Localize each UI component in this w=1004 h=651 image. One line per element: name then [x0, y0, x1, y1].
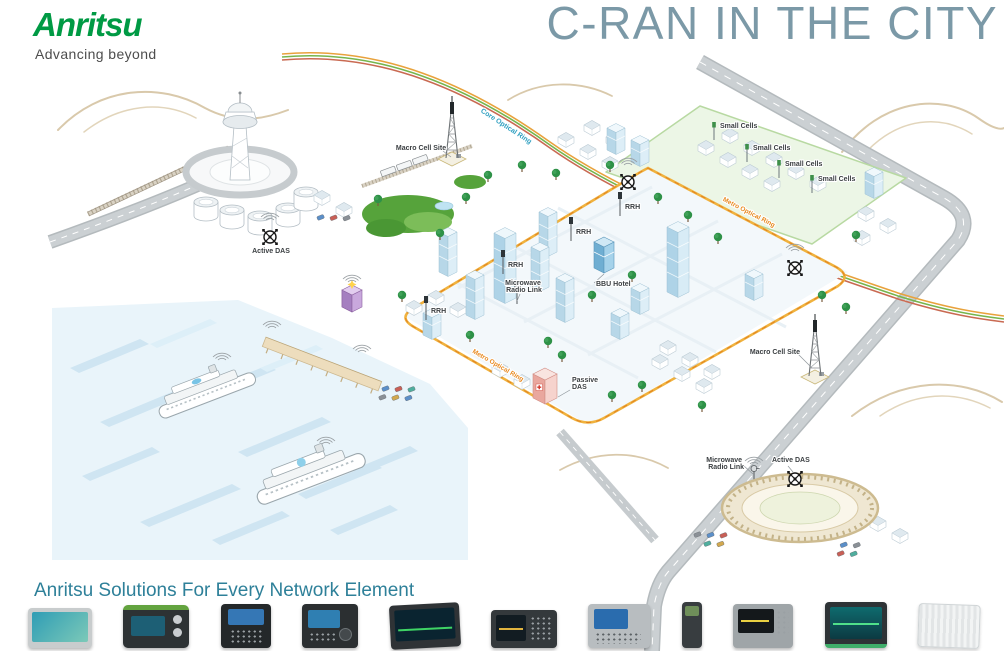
bbu-hotel-building	[593, 236, 615, 274]
footer-caption: Anritsu Solutions For Every Network Elem…	[34, 580, 415, 601]
label-microwave-radio-link-1: Microwave Radio Link	[505, 280, 543, 294]
instrument-3-image	[220, 604, 271, 648]
label-macro-cell-site-2: Macro Cell Site	[750, 349, 800, 356]
label-active-das-2: Active DAS	[772, 457, 810, 464]
instrument-5-image	[388, 602, 461, 650]
instrument-9-image	[733, 604, 794, 648]
das-icon	[786, 470, 804, 488]
hills	[57, 83, 1004, 471]
label-leaders	[442, 150, 813, 475]
macro-tower-icon	[445, 95, 459, 159]
label-active-das-1: Active DAS	[252, 248, 290, 255]
purple-landmark-building	[341, 280, 363, 313]
parking-lot	[836, 541, 861, 558]
pier	[261, 336, 383, 394]
water	[52, 300, 468, 560]
instrument-10-image	[824, 602, 887, 648]
industrial-complex	[182, 91, 353, 236]
das-icon	[619, 173, 637, 191]
instrument-8-image	[681, 602, 702, 648]
label-microwave-radio-link-2: Microwave Radio Link	[706, 457, 744, 471]
macro-cell-site-1	[437, 95, 467, 167]
stadium	[720, 472, 880, 544]
page-title: C-RAN IN THE CITY	[546, 0, 998, 49]
product-row	[28, 598, 981, 650]
instrument-4-image	[302, 604, 359, 648]
label-rrh-2: RRH	[576, 229, 591, 236]
label-small-cells-2: Small Cells	[753, 145, 790, 152]
metro-optical-ring-road	[404, 166, 846, 424]
label-small-cells-1: Small Cells	[720, 123, 757, 130]
instrument-7-image	[588, 604, 651, 648]
label-small-cells-3: Small Cells	[785, 161, 822, 168]
label-bbu-hotel: BBU Hotel	[596, 281, 631, 288]
instrument-11-image	[917, 602, 981, 650]
cruise-ship-2	[256, 443, 366, 505]
instrument-1-image	[28, 608, 92, 648]
label-rrh-4: RRH	[431, 308, 446, 315]
anritsu-logo: Anritsu	[33, 6, 142, 43]
access-road	[47, 177, 203, 249]
city-center	[404, 168, 848, 426]
cruise-ship-1	[158, 364, 257, 419]
label-small-cells-4: Small Cells	[818, 176, 855, 183]
label-macro-cell-site-1: Macro Cell Site	[396, 145, 446, 152]
park	[362, 175, 486, 237]
instrument-2-image	[123, 605, 190, 648]
das-icon	[261, 228, 279, 246]
label-passive-das: Passive DAS	[572, 377, 600, 391]
hospital-building	[532, 367, 558, 405]
macro-cell-site-2	[800, 313, 830, 385]
label-rrh-1: RRH	[625, 204, 640, 211]
instrument-6-image	[490, 610, 557, 648]
brand-tagline: Advancing beyond	[35, 46, 157, 62]
label-rrh-3: RRH	[508, 262, 523, 269]
das-icon	[786, 259, 804, 277]
highway	[556, 55, 972, 651]
